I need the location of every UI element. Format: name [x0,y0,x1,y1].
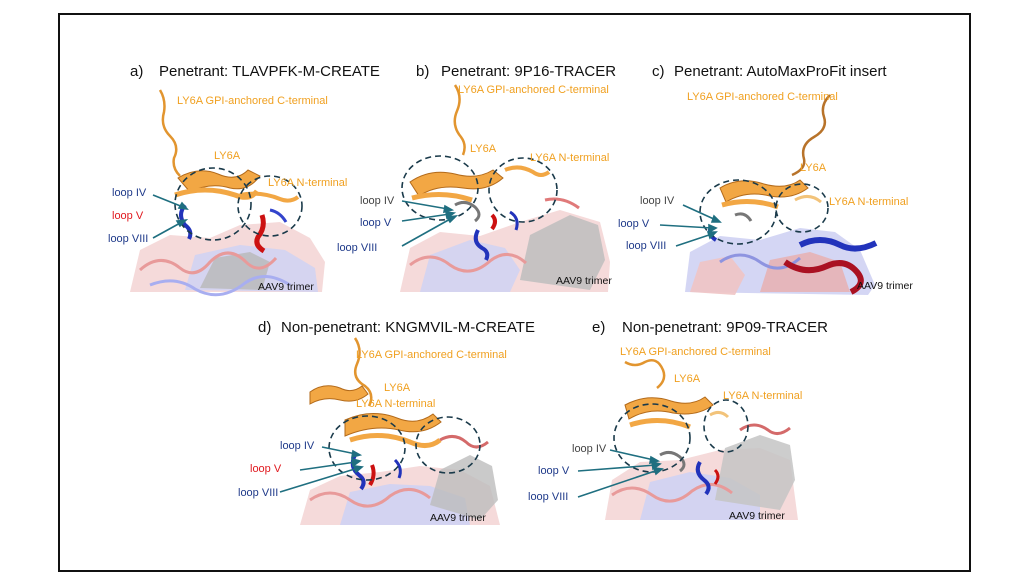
loop-ribbons [179,203,288,254]
panel-e-n-terminal-label: LY6A N-terminal [723,390,803,402]
panel-d-title: Non-penetrant: KNGMVIL-M-CREATE [281,319,535,336]
panel-a-structure [130,89,325,297]
panel-b-structure [400,84,610,292]
loop-arrows [577,449,664,498]
panel-b-letter: b) [416,63,430,80]
panel-b-loop-viii-label: loop VIII [337,242,378,254]
ly6a-ribbon [719,94,831,210]
aav9-trimer-surface [605,423,798,520]
panel-b-trimer-label: AAV9 trimer [556,275,612,287]
panel-e-loop-viii-label: loop VIII [528,491,569,503]
panel-d-trimer-label: AAV9 trimer [430,512,486,524]
panel-e-trimer-label: AAV9 trimer [729,510,785,522]
panel-c-loop-viii-label: loop VIII [626,240,667,252]
panel-a-loop-iv-label: loop IV [112,187,147,199]
panel-e-loop-iv-label: loop IV [572,443,607,455]
ly6a-ribbon [409,84,551,203]
panel-a-loop-viii-label: loop VIII [108,233,149,245]
loop-ribbons [659,450,720,496]
figure-border [58,13,971,572]
panel-c-letter: c) [652,63,665,80]
binding-circles [613,399,749,473]
panel-d-c-terminal-label: LY6A GPI-anchored C-terminal [356,349,507,361]
panel-a-loop-v-label: loop V [112,210,144,222]
panel-c-trimer-label: AAV9 trimer [857,280,913,292]
panel-c-title: Penetrant: AutoMaxProFit insert [674,63,887,80]
ly6a-ribbon [158,89,300,203]
panel-c-loop-iv-label: loop IV [640,195,675,207]
panel-e-letter: e) [592,319,606,336]
panel-d-structure [279,337,500,525]
panel-e-ly6a-label: LY6A [674,373,701,385]
loop-arrows [401,200,459,247]
binding-circles [401,155,558,223]
panel-a-c-terminal-label: LY6A GPI-anchored C-terminal [177,95,328,107]
binding-circles [328,415,481,481]
panel-c-c-terminal-label: LY6A GPI-anchored C-terminal [687,91,838,103]
panel-a-letter: a) [130,63,144,80]
aav9-trimer-surface [685,228,875,295]
panel-d-loop-iv-label: loop IV [280,440,315,452]
panel-b-title: Penetrant: 9P16-TRACER [441,63,617,80]
ly6a-ribbon [624,359,730,430]
aav9-trimer-surface [130,222,325,297]
panel-c-loop-v-label: loop V [618,218,650,230]
loop-ribbons [454,200,519,261]
panel-e-structure [577,359,798,520]
panel-d-ly6a-label: LY6A [384,382,411,394]
binding-circles [699,179,829,245]
panel-e-c-terminal-label: LY6A GPI-anchored C-terminal [620,346,771,358]
loop-arrows [659,204,722,247]
panel-b-ly6a-label: LY6A [470,143,497,155]
panel-c-ly6a-label: LY6A [800,162,827,174]
aav9-trimer-surface [400,197,610,292]
panel-a-title: Penetrant: TLAVPFK-M-CREATE [159,63,380,80]
loop-arrows [279,446,364,493]
binding-circles [174,167,303,241]
panel-b-loop-v-label: loop V [360,217,392,229]
panel-c-structure [659,94,878,295]
panel-d-loop-viii-label: loop VIII [238,487,279,499]
panel-c-n-terminal-label: LY6A N-terminal [829,196,909,208]
panel-e-title: Non-penetrant: 9P09-TRACER [622,319,828,336]
panel-d-letter: d) [258,319,272,336]
panel-a-trimer-label: AAV9 trimer [258,281,314,293]
panel-b-c-terminal-label: LY6A GPI-anchored C-terminal [458,84,609,96]
panel-b-n-terminal-label: LY6A N-terminal [530,152,610,164]
panel-a-ly6a-label: LY6A [214,150,241,162]
panel-e-loop-v-label: loop V [538,465,570,477]
panel-a-n-terminal-label: LY6A N-terminal [268,177,348,189]
panel-d-n-terminal-label: LY6A N-terminal [356,398,436,410]
loop-arrows [152,194,189,239]
aav9-trimer-surface [300,435,500,525]
panel-b-loop-iv-label: loop IV [360,195,395,207]
panel-d-loop-v-label: loop V [250,463,282,475]
